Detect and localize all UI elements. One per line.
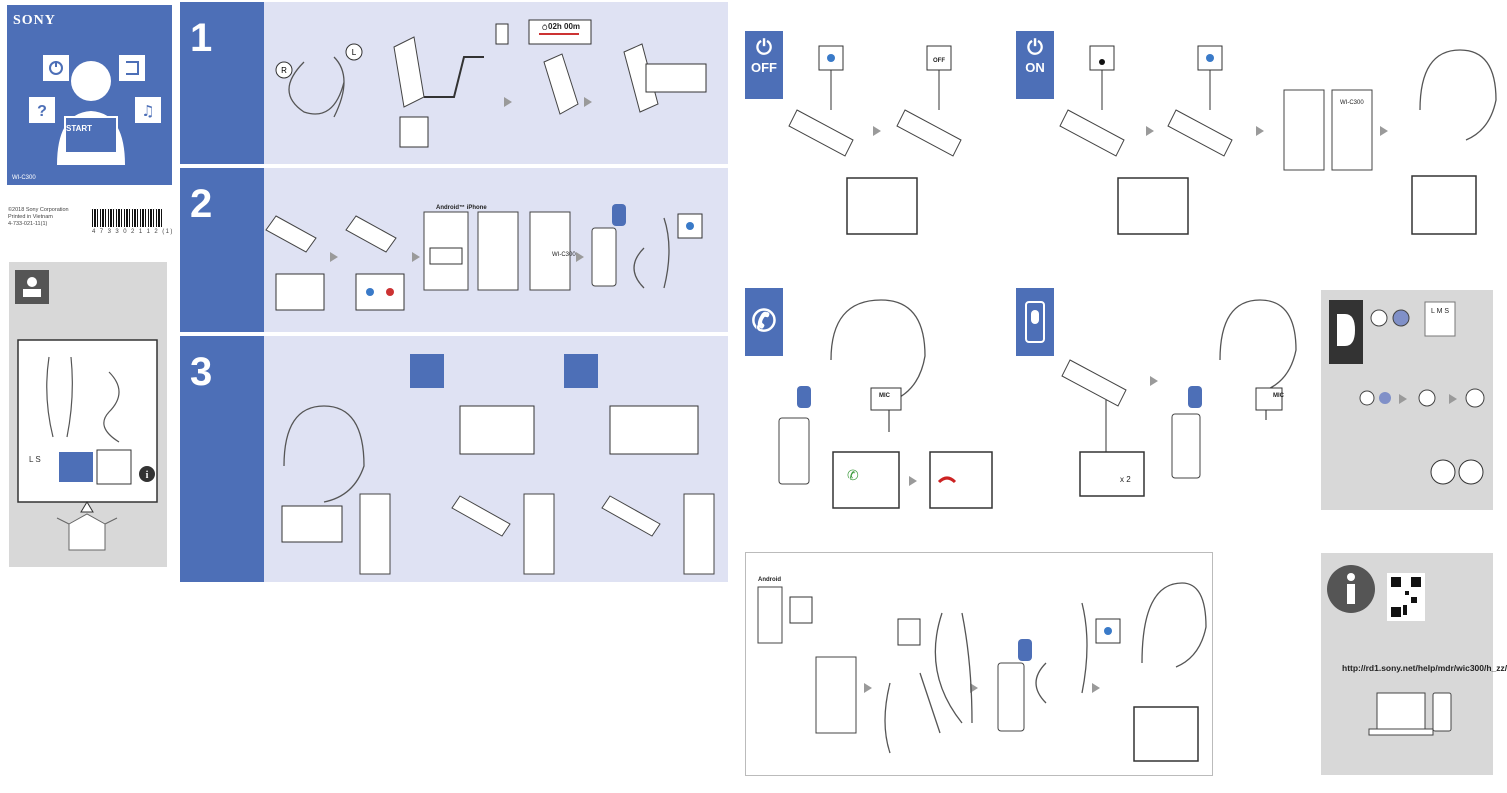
step-number-bar: 2 bbox=[180, 168, 264, 332]
size-label: S bbox=[1444, 308, 1450, 315]
step-2-panel: 2 bbox=[180, 168, 728, 332]
nfc-panel: Android bbox=[745, 552, 1213, 776]
voice-illustration bbox=[1061, 299, 1297, 497]
call-mic-label: MIC bbox=[879, 393, 890, 399]
svg-text:L S: L S bbox=[29, 455, 41, 464]
power-off-badge: ⏻ OFF bbox=[745, 31, 783, 99]
svg-text:i: i bbox=[146, 470, 149, 481]
maker-line: 4-733-021-11(1) bbox=[8, 221, 48, 227]
size-label: M bbox=[1436, 308, 1443, 315]
power-icon: ⏻ bbox=[1027, 37, 1043, 59]
step-3-panel: 3 bbox=[180, 336, 728, 582]
indicator-off: OFF bbox=[933, 58, 945, 64]
barcode bbox=[92, 209, 164, 227]
cover-model: WI-C300 bbox=[12, 175, 36, 181]
call-illustration: ✆ bbox=[778, 299, 993, 509]
svg-text:♫: ♫ bbox=[141, 102, 154, 120]
voice-assistant-badge bbox=[1016, 288, 1054, 356]
step-1-panel: 1 R L Ō bbox=[180, 2, 728, 164]
charge-time-display: 02h 00m bbox=[534, 20, 592, 40]
barcode-digits: 4 7 3 3 0 2 1 1 2 (1) bbox=[92, 229, 174, 235]
maker-line: ©2018 Sony Corporation bbox=[8, 207, 69, 213]
phone-icon: ✆ bbox=[745, 288, 783, 356]
charge-time: 02h 00m bbox=[548, 22, 581, 31]
power-on-illustration bbox=[1059, 45, 1497, 235]
svg-text:L: L bbox=[352, 48, 357, 57]
step-number-bar: 3 bbox=[180, 336, 264, 582]
device-list-name: WI-C300 bbox=[1340, 100, 1364, 106]
svg-text:?: ? bbox=[37, 103, 47, 120]
press-count: x 2 bbox=[1120, 475, 1131, 484]
maker-info: ©2018 Sony Corporation Printed in Vietna… bbox=[8, 207, 69, 228]
step-number: 1 bbox=[190, 16, 213, 60]
power-on-label: ON bbox=[1025, 60, 1045, 75]
power-off-label: OFF bbox=[751, 60, 777, 75]
svg-text:Ō: Ō bbox=[542, 24, 548, 32]
eartips-panel bbox=[1321, 290, 1493, 510]
power-on-badge: ⏻ ON bbox=[1016, 31, 1054, 99]
nfc-os-label: Android bbox=[758, 577, 781, 583]
power-off-illustration bbox=[788, 45, 962, 235]
svg-text:✆: ✆ bbox=[847, 468, 859, 484]
eartip-size-labels: L M S bbox=[1431, 308, 1449, 316]
power-icon: ⏻ bbox=[756, 37, 772, 59]
info-panel bbox=[1321, 553, 1493, 775]
cover-panel: ? ♫ bbox=[7, 5, 172, 185]
maker-line: Printed in Vietnam bbox=[8, 214, 53, 220]
voice-mic-label: MIC bbox=[1273, 393, 1284, 399]
in-the-box-panel: L S i bbox=[9, 262, 167, 567]
step-number-bar: 1 bbox=[180, 2, 264, 164]
help-url[interactable]: http://rd1.sony.net/help/mdr/wic300/h_zz… bbox=[1342, 663, 1507, 673]
step-number: 3 bbox=[190, 350, 213, 394]
step-number: 2 bbox=[190, 182, 213, 226]
sony-logo: SONY bbox=[13, 13, 56, 28]
svg-text:R: R bbox=[281, 66, 287, 75]
start-label: START bbox=[66, 124, 93, 133]
step2-device-name: WI-C300 bbox=[552, 252, 576, 258]
os-labels: Android™ iPhone bbox=[436, 205, 487, 211]
size-label: L bbox=[1431, 308, 1435, 315]
